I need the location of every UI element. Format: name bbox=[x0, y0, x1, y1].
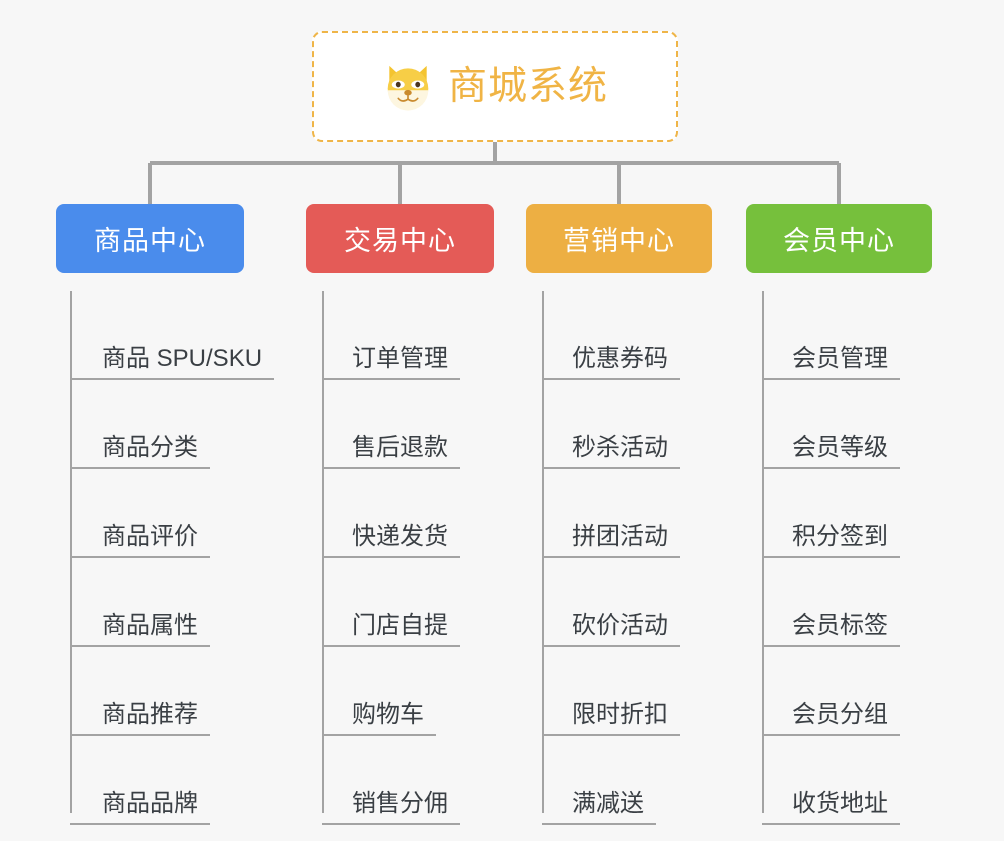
leaf-underline bbox=[70, 734, 210, 736]
shiba-dog-face-icon bbox=[387, 65, 429, 111]
leaf-underline bbox=[322, 556, 460, 558]
category-header-product-center[interactable]: 商品中心 bbox=[56, 204, 244, 273]
category-header-label: 交易中心 bbox=[344, 226, 456, 256]
leaf-underline bbox=[542, 378, 680, 380]
leaf-item[interactable]: 商品分类 bbox=[56, 380, 296, 469]
leaf-item-label: 商品品牌 bbox=[102, 790, 198, 817]
leaf-underline bbox=[322, 645, 460, 647]
leaf-underline bbox=[70, 823, 210, 825]
leaf-item[interactable]: 门店自提 bbox=[306, 558, 546, 647]
leaf-item[interactable]: 会员分组 bbox=[746, 647, 986, 736]
leaf-item[interactable]: 订单管理 bbox=[306, 291, 546, 380]
leaf-spine-line bbox=[70, 291, 72, 813]
root-title: 商城系统 bbox=[447, 65, 608, 108]
leaf-underline bbox=[70, 378, 274, 380]
leaf-item[interactable]: 收货地址 bbox=[746, 736, 986, 825]
leaf-underline bbox=[762, 556, 900, 558]
leaf-underline bbox=[542, 823, 656, 825]
leaf-item-label: 商品评价 bbox=[102, 523, 198, 550]
root-node[interactable]: 商城系统 bbox=[312, 31, 678, 142]
leaf-underline bbox=[762, 378, 900, 380]
leaf-item-label: 积分签到 bbox=[792, 523, 888, 550]
leaf-item-label: 门店自提 bbox=[352, 612, 448, 639]
leaf-underline bbox=[70, 467, 210, 469]
leaf-underline bbox=[542, 467, 680, 469]
leaf-item[interactable]: 秒杀活动 bbox=[526, 380, 766, 469]
leaf-item-label: 限时折扣 bbox=[572, 701, 668, 728]
leaf-spine-line bbox=[762, 291, 764, 813]
leaf-underline bbox=[762, 467, 900, 469]
category-header-label: 营销中心 bbox=[563, 226, 675, 256]
leaf-item-label: 会员等级 bbox=[792, 434, 888, 461]
leaf-item-label: 销售分佣 bbox=[352, 790, 448, 817]
category-header-marketing-center[interactable]: 营销中心 bbox=[526, 204, 712, 273]
leaf-item[interactable]: 拼团活动 bbox=[526, 469, 766, 558]
category-header-label: 商品中心 bbox=[94, 226, 206, 256]
leaf-item[interactable]: 会员管理 bbox=[746, 291, 986, 380]
leaf-list-member-center: 会员管理会员等级积分签到会员标签会员分组收货地址 bbox=[746, 291, 986, 825]
leaf-underline bbox=[762, 645, 900, 647]
leaf-spine-line bbox=[542, 291, 544, 813]
leaf-item[interactable]: 砍价活动 bbox=[526, 558, 766, 647]
leaf-item-label: 优惠券码 bbox=[572, 345, 668, 372]
leaf-item[interactable]: 商品属性 bbox=[56, 558, 296, 647]
leaf-item[interactable]: 售后退款 bbox=[306, 380, 546, 469]
leaf-spine-line bbox=[322, 291, 324, 813]
leaf-underline bbox=[70, 556, 210, 558]
leaf-item-label: 商品属性 bbox=[102, 612, 198, 639]
leaf-item[interactable]: 会员标签 bbox=[746, 558, 986, 647]
leaf-item[interactable]: 会员等级 bbox=[746, 380, 986, 469]
leaf-item[interactable]: 积分签到 bbox=[746, 469, 986, 558]
leaf-underline bbox=[762, 734, 900, 736]
leaf-item-label: 拼团活动 bbox=[572, 523, 668, 550]
branch-column-product-center: 商品中心商品 SPU/SKU 商品分类商品评价商品属性商品推荐商品品牌 bbox=[56, 204, 296, 841]
category-header-trade-center[interactable]: 交易中心 bbox=[306, 204, 494, 273]
leaf-item-label: 秒杀活动 bbox=[572, 434, 668, 461]
leaf-item-label: 购物车 bbox=[352, 701, 424, 728]
leaf-item-label: 商品推荐 bbox=[102, 701, 198, 728]
category-header-label: 会员中心 bbox=[783, 226, 895, 256]
leaf-item[interactable]: 限时折扣 bbox=[526, 647, 766, 736]
leaf-item-label: 砍价活动 bbox=[572, 612, 668, 639]
leaf-underline bbox=[322, 734, 436, 736]
leaf-underline bbox=[542, 734, 680, 736]
leaf-item-label: 会员管理 bbox=[792, 345, 888, 372]
leaf-underline bbox=[322, 467, 460, 469]
category-header-member-center[interactable]: 会员中心 bbox=[746, 204, 932, 273]
leaf-item-label: 商品 SPU/SKU bbox=[102, 345, 263, 372]
leaf-item[interactable]: 商品 SPU/SKU bbox=[56, 291, 296, 380]
leaf-item[interactable]: 满减送 bbox=[526, 736, 766, 825]
branch-column-member-center: 会员中心会员管理会员等级积分签到会员标签会员分组收货地址 bbox=[746, 204, 986, 841]
leaf-item[interactable]: 快递发货 bbox=[306, 469, 546, 558]
leaf-item[interactable]: 商品评价 bbox=[56, 469, 296, 558]
leaf-list-trade-center: 订单管理售后退款快递发货门店自提购物车销售分佣 bbox=[306, 291, 546, 825]
leaf-item[interactable]: 商品推荐 bbox=[56, 647, 296, 736]
leaf-item[interactable]: 销售分佣 bbox=[306, 736, 546, 825]
leaf-item[interactable]: 优惠券码 bbox=[526, 291, 766, 380]
leaf-item-label: 收货地址 bbox=[792, 790, 888, 817]
leaf-item-label: 快递发货 bbox=[352, 523, 448, 550]
leaf-underline bbox=[542, 645, 680, 647]
branch-column-marketing-center: 营销中心优惠券码秒杀活动拼团活动砍价活动限时折扣满减送 bbox=[526, 204, 766, 841]
leaf-item-label: 售后退款 bbox=[352, 434, 448, 461]
leaf-item-label: 满减送 bbox=[572, 790, 644, 817]
leaf-underline bbox=[322, 378, 460, 380]
leaf-item[interactable]: 购物车 bbox=[306, 647, 546, 736]
leaf-item-label: 商品分类 bbox=[102, 434, 198, 461]
leaf-underline bbox=[322, 823, 460, 825]
leaf-list-product-center: 商品 SPU/SKU 商品分类商品评价商品属性商品推荐商品品牌 bbox=[56, 291, 296, 825]
leaf-list-marketing-center: 优惠券码秒杀活动拼团活动砍价活动限时折扣满减送 bbox=[526, 291, 766, 825]
leaf-underline bbox=[70, 645, 210, 647]
leaf-item-label: 会员标签 bbox=[792, 612, 888, 639]
leaf-item-label: 订单管理 bbox=[352, 345, 448, 372]
branch-column-trade-center: 交易中心订单管理售后退款快递发货门店自提购物车销售分佣 bbox=[306, 204, 546, 841]
leaf-underline bbox=[542, 556, 680, 558]
leaf-item-label: 会员分组 bbox=[792, 701, 888, 728]
leaf-underline bbox=[762, 823, 900, 825]
leaf-item[interactable]: 商品品牌 bbox=[56, 736, 296, 825]
